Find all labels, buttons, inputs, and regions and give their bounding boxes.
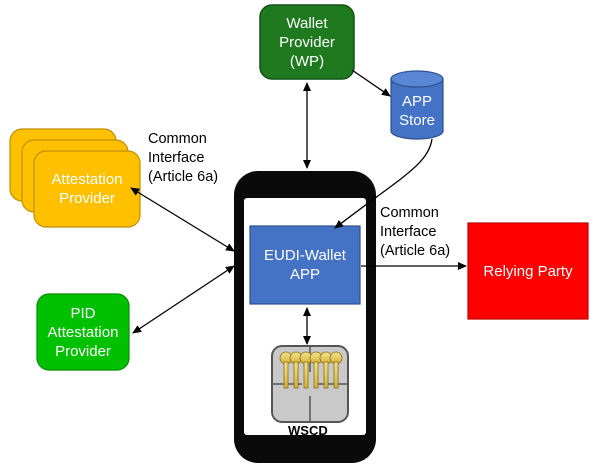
wscd-chip-icon — [271, 345, 349, 423]
attestation-provider-stack — [9, 128, 141, 228]
keys-icon — [279, 351, 343, 389]
pid-attestation-provider-box — [36, 293, 130, 371]
app-store-cylinder — [390, 70, 444, 140]
relying-party-box — [467, 222, 589, 320]
arrow-attestation-to-wallet — [130, 187, 235, 252]
arrow-pid-to-wallet — [132, 265, 235, 334]
arrow-appstore-to-wallet-app — [334, 138, 433, 229]
arrow-wp-to-appstore — [351, 69, 391, 97]
eudi-wallet-app-box — [249, 225, 361, 305]
wallet-provider-box — [259, 4, 355, 80]
